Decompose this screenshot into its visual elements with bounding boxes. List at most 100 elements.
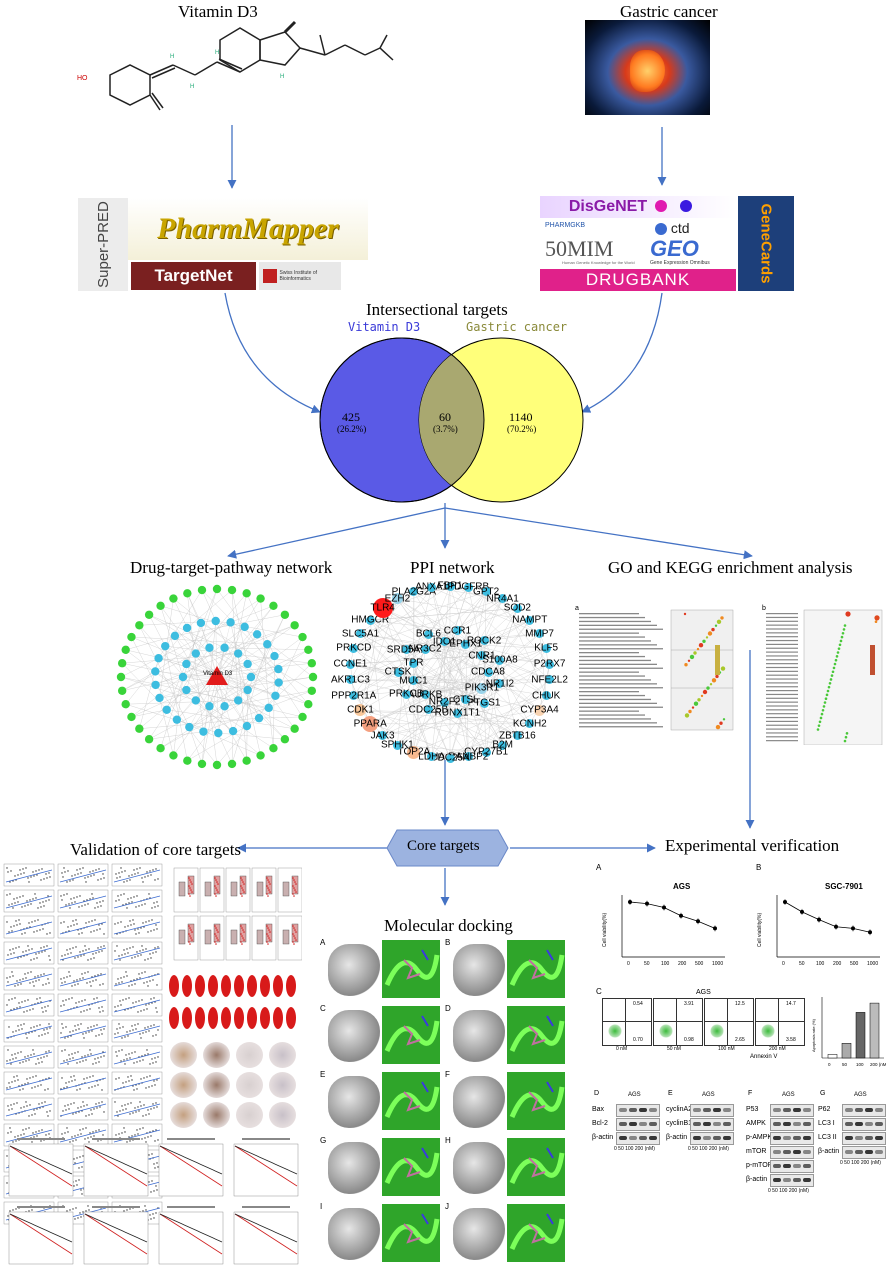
scatter-point [138,1110,140,1112]
violin-shape [221,975,231,997]
scatter-point [88,1087,90,1089]
blot-band [803,1150,811,1154]
scatter-point [63,977,65,979]
scatter-fit [5,1103,53,1117]
target-node [220,702,229,711]
scatter-point [150,1135,152,1137]
target-node [240,622,249,632]
km-title [167,1206,215,1208]
scatter-point [44,1101,46,1103]
blot-band [723,1122,731,1126]
scatter-point [124,870,126,872]
scatter-point [157,878,159,880]
kegg-dot [837,647,841,650]
scatter-point [157,905,159,907]
scatter-point [68,1108,70,1110]
scatter-point [117,1032,119,1034]
go-term-label [579,722,657,724]
scatter-point [19,1006,21,1008]
scatter-point [93,1025,95,1027]
scatter-point [121,871,123,873]
scatter-point [151,1153,153,1155]
boxplot-point [217,931,219,933]
scatter-point [66,893,68,895]
ihc-image [170,1102,197,1128]
boxplot-point [293,895,295,897]
scatter-point [6,867,8,869]
kegg-term-label [766,713,798,715]
go-term-label [579,636,645,638]
scatter-point [14,1136,16,1138]
scatter-point [32,1008,34,1010]
pathway-node [135,621,144,630]
scatter-point [23,1133,25,1135]
targetnet-logo: TargetNet [131,262,256,290]
scatter-cell [57,915,109,939]
scatter-fit [5,1025,53,1039]
scatter-point [38,952,40,954]
blot-band [773,1108,781,1112]
wb-row-label: P53 [746,1106,759,1113]
scatter-point [80,1023,82,1025]
scatter-cell [57,1045,109,1069]
blot-band [845,1150,853,1154]
go-dot [684,663,688,667]
ppi-edge [485,648,547,753]
scatter-point [6,894,8,896]
violin-shape [169,975,179,997]
ppi-node-label: PLA2G2A [391,586,437,598]
network-edge [268,707,274,749]
blot-band [793,1178,801,1182]
network-edge [158,658,309,705]
scatter-point [133,1062,135,1064]
pathway-node [183,756,192,765]
wb-row-label: β-actin [746,1176,768,1183]
scatter-point [153,902,155,904]
go-term-label [579,640,651,642]
scatter-cell [3,915,55,939]
ppi-node-label: LDHA [418,751,445,763]
scatter-point [131,1025,133,1027]
scatter-point [140,927,142,929]
scatter-point [7,1132,9,1134]
ppi-node [349,643,359,653]
svg-text:H: H [190,84,194,90]
scatter-point [139,867,141,869]
boxplot-point [189,887,191,889]
scatter-point [137,872,139,874]
scatter-point [153,997,155,999]
scatter-point [35,1075,37,1077]
scatter-point [134,1051,136,1053]
scatter-point [79,951,81,953]
boxplot-point [293,935,295,937]
ihc-image-grid [168,1040,302,1130]
scatter-point [34,1113,36,1115]
ppi-node-label: ZBTB16 [499,730,536,742]
scatter-point [34,976,36,978]
scatter-point [129,1140,131,1142]
boxplot-box [187,875,195,895]
binding-site-view [507,1204,565,1262]
kegg-dot [826,689,830,693]
scatter-point [49,959,51,961]
scatter-point [131,984,133,986]
km-curve-low [234,1213,298,1243]
scatter-point [132,1085,134,1087]
boxplot-point [269,883,271,885]
scatter-point [27,904,29,906]
flow-gate-h [654,1021,702,1022]
network-edge [131,709,167,718]
scatter-point [9,1086,11,1088]
ctd-icon [655,223,667,236]
boxplot-point [241,927,243,929]
scatter-point [124,1036,126,1038]
blot-band [713,1136,721,1140]
ppi-edge [483,640,530,724]
scatter-fit [113,1103,161,1117]
scatter-point [16,924,18,926]
svg-text:H: H [215,50,219,56]
ppi-edge [428,709,451,759]
scatter-point [76,1157,78,1159]
violin-shape [208,1007,218,1029]
kegg-term-label [766,709,798,711]
